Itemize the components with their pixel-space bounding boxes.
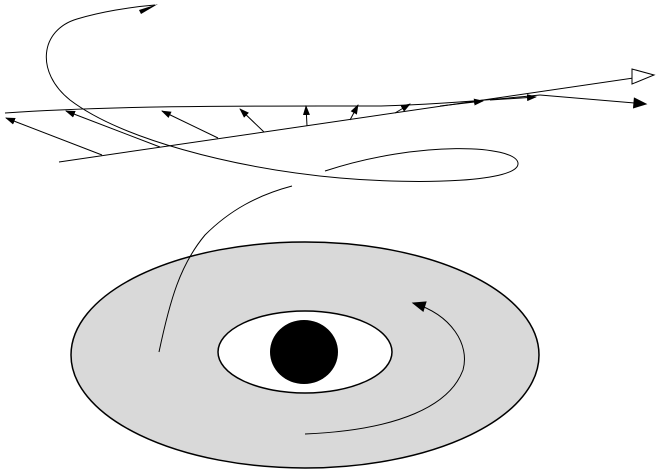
spiral-trajectory-curve bbox=[46, 5, 518, 181]
vector-arrow bbox=[350, 105, 358, 120]
vector-arrow bbox=[162, 111, 218, 138]
lower-straight-line bbox=[59, 75, 654, 162]
vector-arrow bbox=[240, 109, 264, 132]
filled-arrowhead bbox=[540, 95, 646, 104]
vector-arrow bbox=[306, 106, 307, 126]
open-arrowhead bbox=[632, 69, 654, 84]
vector-arrow bbox=[6, 118, 102, 155]
central-body bbox=[270, 320, 338, 384]
vector-arrow bbox=[66, 111, 160, 147]
